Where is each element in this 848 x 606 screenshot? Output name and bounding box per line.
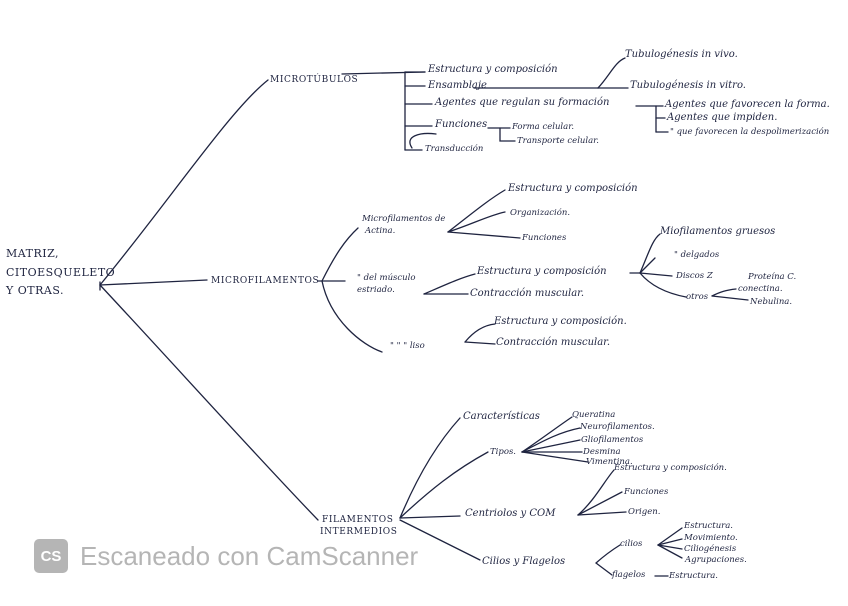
estriado-estructura: Estructura y composición: [477, 266, 607, 277]
proteina-c: Proteína C.: [748, 272, 797, 282]
tipo-vimentina: Vimentina.: [586, 457, 633, 467]
tubulogenesis-vivo: Tubulogénesis in vivo.: [625, 49, 738, 60]
otros: otros: [686, 292, 709, 302]
conectina: conectina.: [738, 284, 783, 294]
filamentos-title-line2: INTERMEDIOS: [320, 527, 398, 537]
estriado-label-line1: " del músculo: [357, 273, 416, 283]
root-label-line2: CITOESQUELETO: [6, 266, 116, 279]
cilios-label: cilios: [620, 539, 643, 549]
transporte-celular: Transporte celular.: [517, 136, 600, 146]
flagelos-estructura: Estructura.: [669, 571, 719, 581]
centriolos-estructura: Estructura y composición.: [614, 463, 727, 473]
flagelos-label: flagelos: [612, 570, 646, 580]
microtubulos-ensamblaje: Ensamblaje: [428, 80, 487, 91]
tubulogenesis-vitro: Tubulogénesis in vitro.: [630, 80, 746, 91]
estriado-contraccion: Contracción muscular.: [470, 288, 585, 299]
tipo-gliofilamentos: Gliofilamentos: [581, 435, 644, 445]
tipo-neurofilamentos: Neurofilamentos.: [580, 422, 655, 432]
microtubulos-funciones: Funciones: [435, 119, 488, 130]
nebulina: Nebulina.: [750, 297, 793, 307]
actina-estructura: Estructura y composición: [508, 183, 638, 194]
tipo-queratina: Queratina: [572, 410, 616, 420]
actina-label-line1: Microfilamentos de: [362, 214, 446, 224]
filamentos-tipos: Tipos.: [490, 447, 517, 457]
cilios-movimiento: Movimiento.: [684, 533, 738, 543]
liso-contraccion: Contracción muscular.: [496, 337, 611, 348]
liso-label: " " " liso: [390, 341, 425, 351]
actina-label-line2: Actina.: [365, 226, 396, 236]
forma-celular: Forma celular.: [512, 122, 575, 132]
actina-funciones: Funciones: [522, 233, 567, 243]
discos-z: Discos Z: [676, 271, 713, 281]
microtubulos-title: MICROTÚBULOS: [270, 75, 359, 85]
microtubulos-estructura: Estructura y composición: [428, 64, 558, 75]
root-label-line1: MATRIZ,: [6, 247, 60, 260]
estriado-label-line2: estriado.: [357, 285, 395, 295]
liso-estructura: Estructura y composición.: [494, 316, 627, 327]
watermark-text: Escaneado con CamScanner: [80, 540, 419, 571]
centriolos-com: Centriolos y COM: [465, 508, 556, 519]
camscanner-watermark: CS Escaneado con CamScanner: [34, 538, 418, 574]
miofilamentos-delgados: " delgados: [674, 250, 720, 260]
cilios-flagelos: Cilios y Flagelos: [482, 556, 566, 567]
camscanner-logo-icon: CS: [34, 539, 68, 573]
miofilamentos-gruesos: Miofilamentos gruesos: [660, 226, 776, 237]
actina-organizacion: Organización.: [510, 208, 571, 218]
centriolos-origen: Origen.: [628, 507, 661, 517]
agentes-favorecen: Agentes que favorecen la forma.: [665, 99, 830, 110]
transduccion: Transducción: [425, 144, 484, 154]
agentes-impiden: Agentes que impiden.: [667, 112, 778, 123]
microtubulos-agentes: Agentes que regulan su formación: [435, 97, 610, 108]
centriolos-funciones: Funciones: [624, 487, 669, 497]
filamentos-caracteristicas: Características: [463, 411, 540, 422]
root-label-line3: Y OTRAS.: [6, 284, 64, 297]
cilios-agrupaciones: Agrupaciones.: [685, 555, 747, 565]
tipo-desmina: Desmina: [583, 447, 621, 457]
cilios-ciliogenesis: Ciliogénesis: [684, 544, 737, 554]
microfilamentos-title: MICROFILAMENTOS: [211, 276, 320, 286]
cilios-estructura: Estructura.: [684, 521, 734, 531]
filamentos-title-line1: FILAMENTOS: [322, 515, 394, 525]
agentes-despolimerizacion: " que favorecen la despolimerización: [670, 127, 830, 137]
